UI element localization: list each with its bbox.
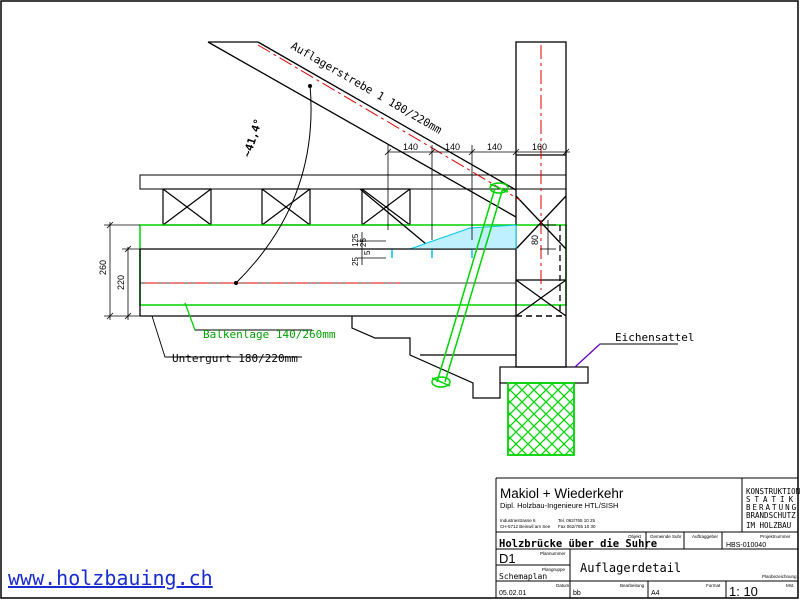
lower-bracket (351, 316, 516, 399)
strut-centerline (257, 44, 521, 201)
left-dimensions (104, 221, 140, 320)
dim-right: 80 (530, 235, 540, 245)
angle-label: ~41,4° (240, 117, 265, 159)
oak-saddle-label: Eichensattel (615, 331, 694, 344)
dim-top-3: 140 (487, 142, 502, 152)
header-format: Format (706, 583, 721, 588)
saddle-leader (574, 343, 601, 368)
header-planbezeichnung: Planbezeichnung (762, 574, 797, 579)
plan-title: Auflagerdetail (580, 561, 681, 575)
beam-layer-label: Balkenlage 140/260mm (203, 328, 336, 341)
dim-top-1: 140 (403, 142, 418, 152)
support-pier (507, 382, 575, 456)
header-datum: Datum (556, 583, 570, 588)
angle-arc (235, 84, 312, 284)
tension-rod (431, 182, 509, 388)
header-plangruppe: Plangruppe (542, 567, 566, 572)
plan-number: D1 (499, 551, 516, 566)
header-bearbeitung: Bearbeitung (620, 583, 645, 588)
small-dimensions (358, 232, 386, 265)
company-name: Makiol + Wiederkehr (500, 486, 624, 501)
transverse-beam-sections (162, 188, 411, 226)
dim-small-3: 25 (359, 238, 368, 247)
company-fax: Fax 062/765 10 30 (558, 524, 596, 529)
contact-ticks (391, 249, 473, 258)
header-plannummer: Plannummer (540, 551, 566, 556)
plan-editor: bb (573, 590, 581, 597)
dim-small-1: 25 (351, 257, 360, 266)
website-link[interactable]: www.holzbauing.ch (8, 566, 213, 590)
project-number: HBS-010040 (726, 542, 766, 549)
strut-label: Auflagerstrebe 1 180/220mm (289, 39, 445, 137)
header-objekt: Objekt (628, 534, 642, 539)
header-gemeinde: Gemeinde Suhr (650, 534, 682, 539)
dim-left-outer: 260 (98, 260, 108, 275)
plan-scale: 1: 10 (729, 584, 758, 599)
dim-top-2: 140 (445, 142, 460, 152)
oak-saddle (499, 366, 589, 384)
company-address-2: CH-5712 Beinwil am See (500, 524, 551, 529)
dim-small-4: 5 (363, 250, 372, 255)
plan-date: 05.02.01 (499, 590, 526, 597)
beam-layer-leader (184, 302, 196, 331)
project-title: Holzbrücke über die Suhre (499, 538, 657, 550)
title-block (495, 477, 798, 598)
angle-arc-start (234, 281, 238, 285)
inclined-strut (207, 41, 517, 250)
company-address-1: Industriestrasse 6 (500, 518, 536, 523)
header-mst: Mst. (786, 583, 795, 588)
plan-format: A4 (651, 590, 660, 597)
company-phone: Tel. 062/765 10 25 (558, 518, 596, 523)
contact-area (409, 224, 517, 250)
dim-top-4: 160 (532, 142, 547, 152)
service-1: KONSTRUKTION (746, 487, 800, 496)
dim-left-inner: 220 (116, 275, 126, 290)
angle-arc-end (308, 84, 312, 88)
plan-group: Schemaplan (499, 572, 547, 581)
service-3: BERATUNG (746, 503, 798, 512)
service-4: BRANDSCHUTZ (746, 511, 796, 520)
service-5: IM HOLZBAU (746, 521, 791, 530)
bottom-chord-label: Untergurt 180/220mm (172, 352, 298, 365)
company-subtitle: Dipl. Holzbau-Ingenieure HTL/SISH (500, 501, 618, 510)
dim-small-2: 125 (351, 233, 360, 247)
header-auftraggeber: Auftraggeber (692, 534, 719, 539)
right-dimension (540, 220, 556, 255)
header-projektnummer: Projektnummer (760, 534, 791, 539)
service-2: STATIK (746, 495, 797, 504)
top-dimensions (384, 145, 570, 240)
